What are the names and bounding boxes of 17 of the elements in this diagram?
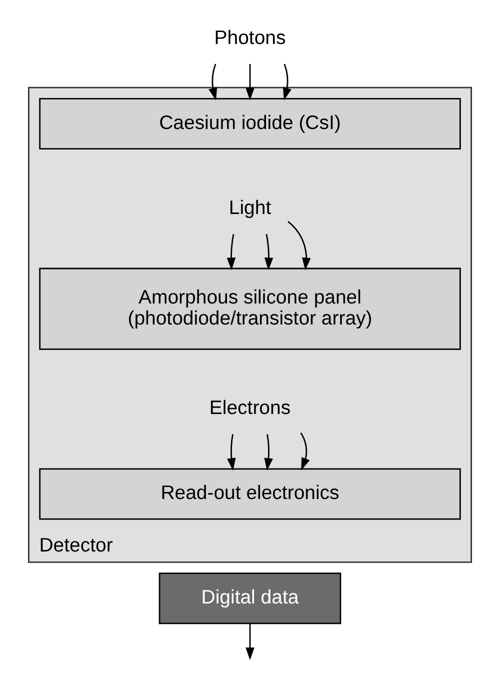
arrow [288, 221, 311, 270]
node-text: Light [228, 196, 272, 219]
node-box: Read-out electronics [39, 468, 461, 520]
arrow [246, 64, 254, 100]
node-text: Electrons [209, 397, 291, 420]
arrow [264, 234, 274, 270]
arrow [282, 64, 292, 100]
arrow [208, 64, 218, 100]
arrow [227, 434, 236, 471]
node-box: Amorphous silicone panel (photodiode/transistor array) [39, 268, 461, 350]
arrow [246, 624, 254, 660]
node-box: Digital data [158, 572, 342, 624]
arrow [300, 432, 310, 470]
arrow [264, 434, 273, 471]
node-text: Photons [214, 26, 286, 49]
node-box: Caesium iodide (CsI) [39, 98, 461, 150]
arrow [226, 234, 236, 270]
